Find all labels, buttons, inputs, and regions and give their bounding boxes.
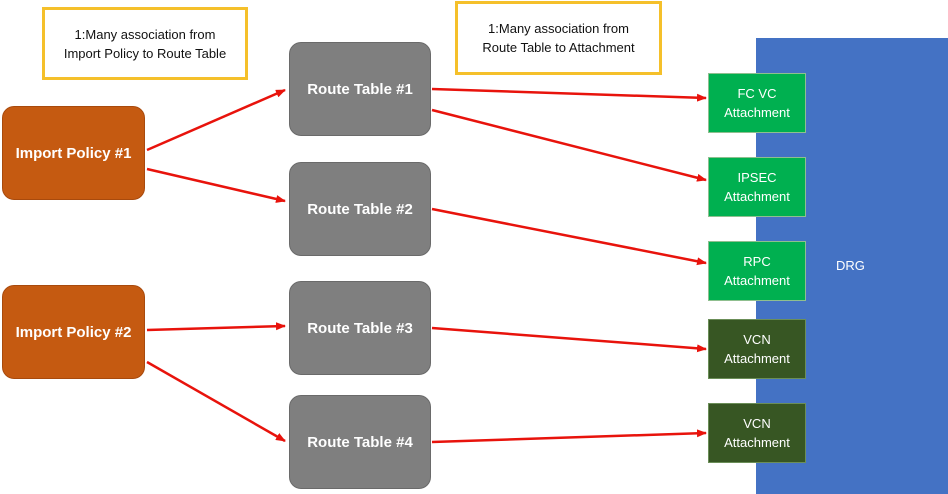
import-policy-2: Import Policy #2 xyxy=(2,285,145,379)
route-table-1-label: Route Table #1 xyxy=(307,80,413,98)
attachment-vcn-2-line1: VCN xyxy=(743,416,771,431)
route-table-1: Route Table #1 xyxy=(289,42,431,136)
arrow-rt1-ipsec xyxy=(431,108,707,182)
attachment-rpc-line2: Attachment xyxy=(724,273,790,288)
attachment-ipsec-line2: Attachment xyxy=(724,189,790,204)
attachment-vcn-1-line2: Attachment xyxy=(724,351,790,366)
import-policy-1-label: Import Policy #1 xyxy=(15,144,132,162)
attachment-fc-vc: FC VC Attachment xyxy=(708,73,806,133)
note-table-to-attachment-line1: 1:Many association from xyxy=(488,21,629,36)
arrow-policy2-rt4 xyxy=(146,360,286,443)
arrow-rt4-vcn2 xyxy=(431,429,707,444)
attachment-rpc: RPC Attachment xyxy=(708,241,806,301)
arrow-policy1-rt1 xyxy=(146,88,286,152)
arrow-rt3-vcn1 xyxy=(431,326,707,353)
route-table-3: Route Table #3 xyxy=(289,281,431,375)
note-table-to-attachment: 1:Many association from Route Table to A… xyxy=(455,1,662,75)
arrow-policy1-rt2 xyxy=(146,167,286,203)
attachment-vcn-2: VCN Attachment xyxy=(708,403,806,463)
arrow-policy2-rt3 xyxy=(146,322,286,332)
attachment-ipsec: IPSEC Attachment xyxy=(708,157,806,217)
arrow-rt2-rpc xyxy=(431,207,707,266)
note-policy-to-table-line1: 1:Many association from xyxy=(74,26,216,42)
route-table-3-label: Route Table #3 xyxy=(307,319,413,337)
drg-label: DRG xyxy=(836,258,865,273)
import-policy-1: Import Policy #1 xyxy=(2,106,145,200)
route-table-2-label: Route Table #2 xyxy=(307,200,413,218)
attachment-vcn-2-line2: Attachment xyxy=(724,435,790,450)
route-table-2: Route Table #2 xyxy=(289,162,431,256)
attachment-rpc-line1: RPC xyxy=(743,254,771,269)
note-table-to-attachment-line2: Route Table to Attachment xyxy=(482,40,635,55)
attachment-vcn-1-line1: VCN xyxy=(743,332,771,347)
arrow-rt1-fcvc xyxy=(431,87,707,102)
import-policy-2-label: Import Policy #2 xyxy=(15,323,132,341)
attachment-vcn-1: VCN Attachment xyxy=(708,319,806,379)
attachment-fc-vc-line2: Attachment xyxy=(724,105,790,120)
note-policy-to-table-line2: Import Policy to Route Table xyxy=(63,45,227,61)
attachment-ipsec-line1: IPSEC xyxy=(737,170,777,185)
note-policy-to-table: 1:Many association from Import Policy to… xyxy=(42,7,248,80)
route-table-4-label: Route Table #4 xyxy=(307,433,413,451)
route-table-4: Route Table #4 xyxy=(289,395,431,489)
attachment-fc-vc-line1: FC VC xyxy=(737,86,777,101)
